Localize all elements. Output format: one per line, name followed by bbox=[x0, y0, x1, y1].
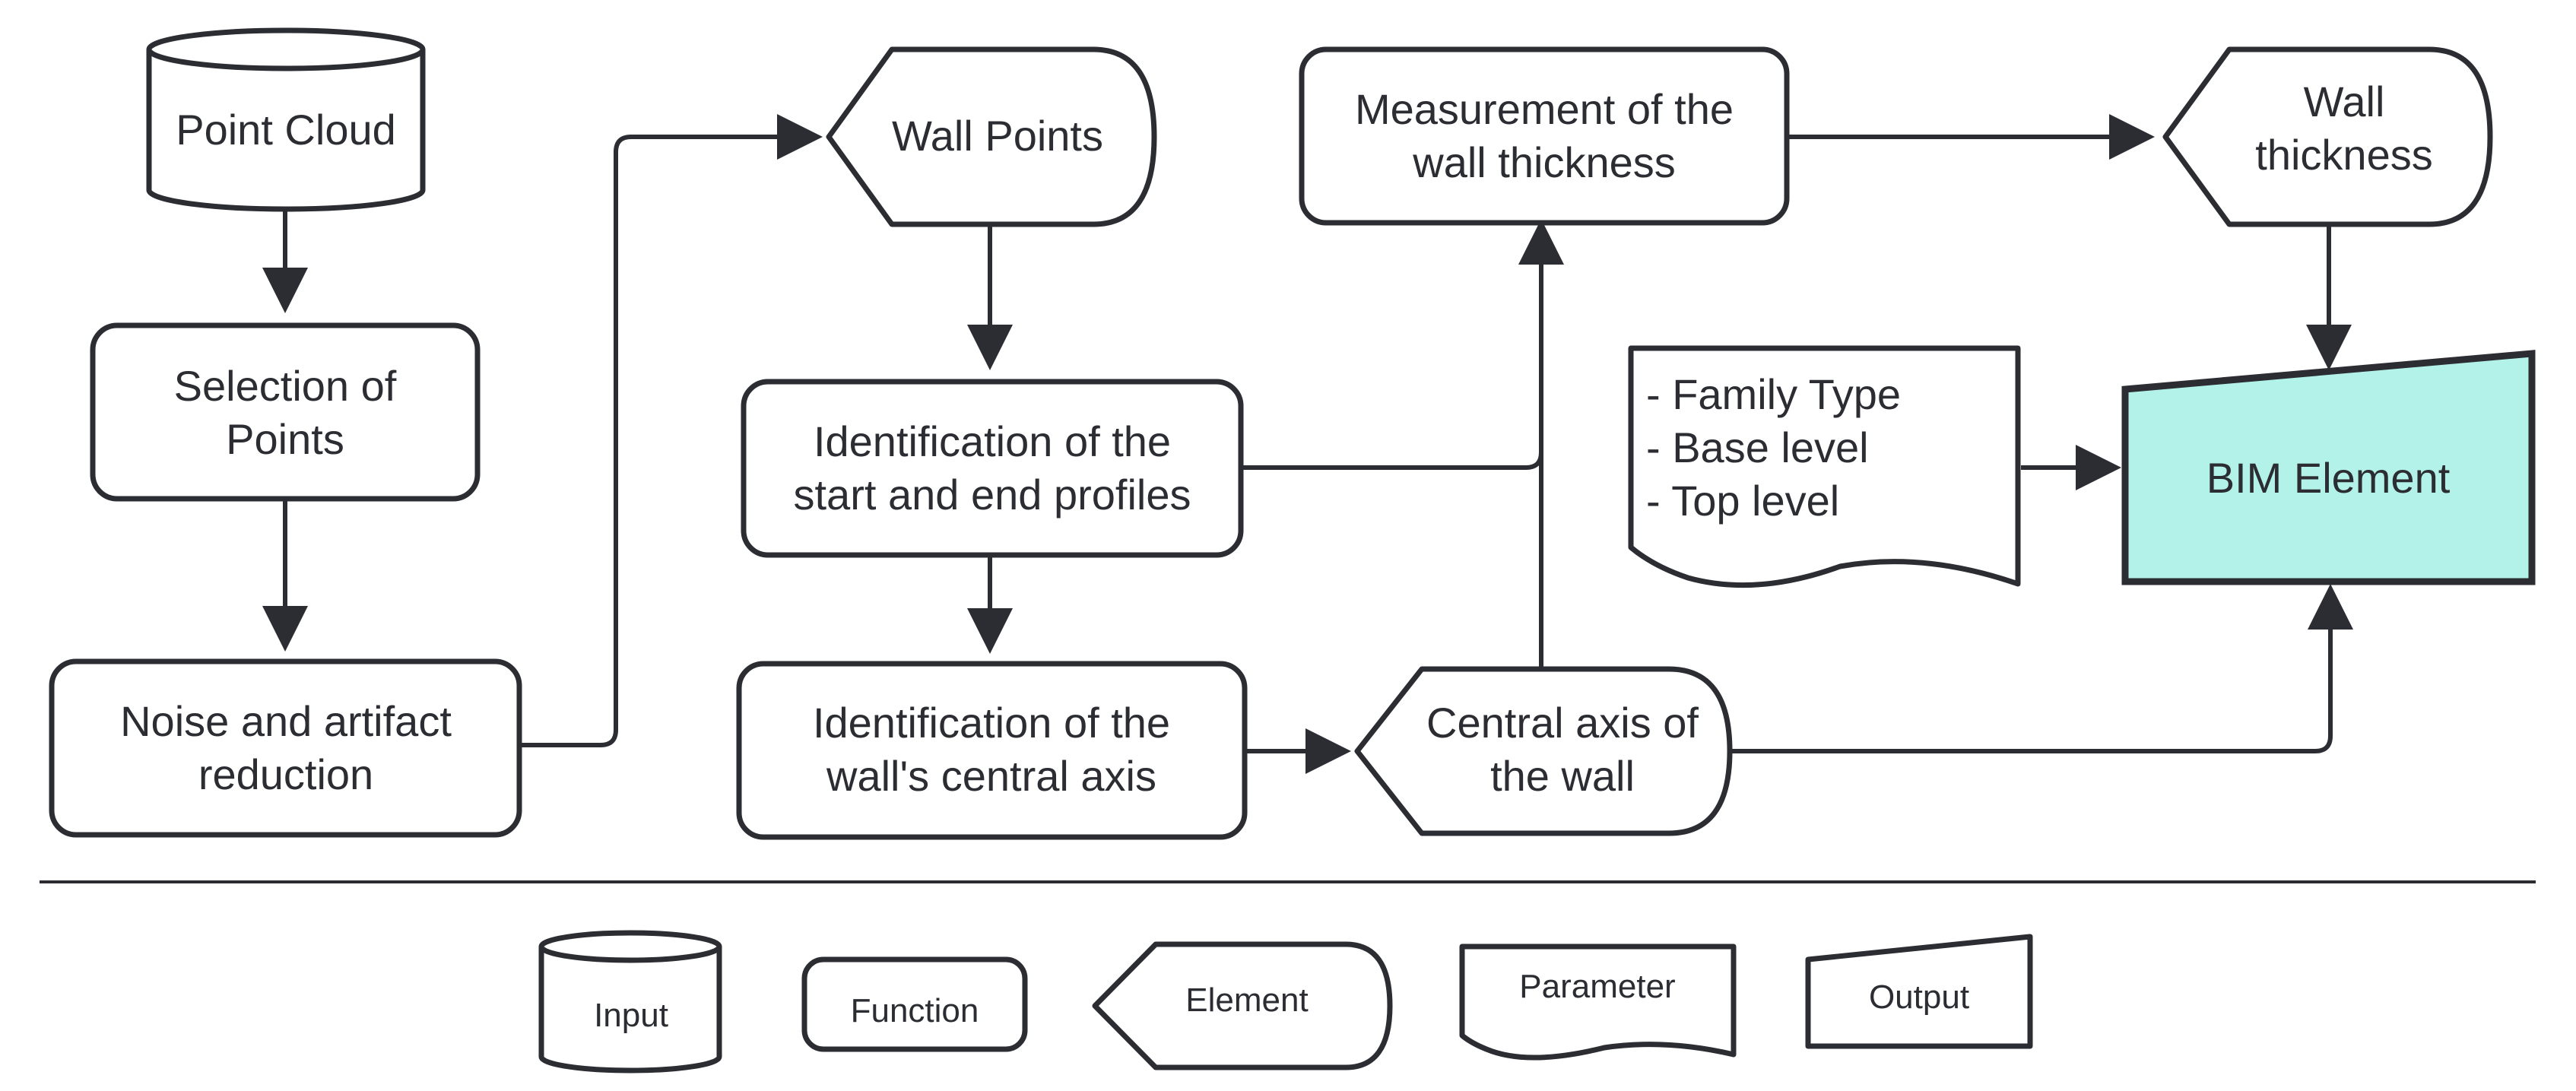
node-selection-label-line2: Points bbox=[226, 415, 344, 463]
node-profiles-label-line1: Identification of the bbox=[814, 417, 1171, 465]
node-central-axis: Central axis of the wall bbox=[1354, 666, 1733, 836]
node-measurement: Measurement of the wall thickness bbox=[1299, 46, 1790, 226]
arrow-noise-to-wallpoints bbox=[519, 114, 823, 747]
legend-item-output: Output bbox=[1805, 934, 2033, 1049]
node-wall-thickness-label-line2: thickness bbox=[2255, 131, 2432, 179]
legend-input-label: Input bbox=[594, 997, 668, 1034]
node-bim-element: BIM Element bbox=[2121, 350, 2536, 585]
node-identify-central-axis: Identification of the wall's central axi… bbox=[736, 661, 1248, 840]
legend-function-label: Function bbox=[851, 992, 979, 1029]
node-central-axis-label-line2: the wall bbox=[1490, 752, 1635, 800]
legend-item-parameter: Parameter bbox=[1459, 944, 1737, 1061]
node-noise-label-line1: Noise and artifact bbox=[120, 697, 452, 745]
node-point-cloud: Point Cloud bbox=[146, 27, 426, 212]
node-measurement-label-line1: Measurement of the bbox=[1355, 85, 1734, 133]
node-point-cloud-label: Point Cloud bbox=[176, 106, 396, 154]
legend-item-function: Function bbox=[801, 956, 1028, 1052]
legend-item-input: Input bbox=[538, 930, 722, 1074]
node-axis-id-label-line2: wall's central axis bbox=[826, 752, 1156, 800]
legend-output-label: Output bbox=[1869, 978, 1969, 1016]
node-measurement-label-line2: wall thickness bbox=[1412, 138, 1675, 186]
node-parameter-base-level: - Base level bbox=[1646, 423, 1869, 471]
node-selection-label-line1: Selection of bbox=[174, 362, 397, 410]
node-central-axis-label-line1: Central axis of bbox=[1426, 699, 1699, 747]
node-axis-id-label-line1: Identification of the bbox=[813, 699, 1170, 747]
node-bim-element-label: BIM Element bbox=[2206, 454, 2451, 502]
node-wall-thickness-label-line1: Wall bbox=[2304, 78, 2385, 125]
node-parameter-top-level: - Top level bbox=[1646, 477, 1839, 525]
legend: Input Function Element Parameter Output bbox=[538, 930, 2033, 1074]
node-parameters: - Family Type - Base level - Top level bbox=[1628, 345, 2021, 588]
node-selection-of-points: Selection of Points bbox=[90, 322, 481, 502]
node-wall-points: Wall Points bbox=[826, 46, 1157, 227]
legend-parameter-label: Parameter bbox=[1519, 968, 1675, 1005]
legend-element-label: Element bbox=[1185, 982, 1308, 1019]
legend-item-element: Element bbox=[1092, 941, 1393, 1070]
node-noise-label-line2: reduction bbox=[198, 750, 373, 798]
node-parameter-family-type: - Family Type bbox=[1646, 370, 1901, 418]
node-wall-thickness: Wall thickness bbox=[2162, 46, 2493, 227]
node-wall-points-label: Wall Points bbox=[892, 112, 1103, 160]
arrow-centralaxis-to-bim bbox=[1730, 584, 2353, 753]
node-identify-profiles: Identification of the start and end prof… bbox=[741, 379, 1244, 558]
arrow-profiles-to-measurement bbox=[1241, 219, 1564, 470]
node-profiles-label-line2: start and end profiles bbox=[794, 471, 1191, 519]
node-noise-reduction: Noise and artifact reduction bbox=[49, 658, 522, 838]
connectors bbox=[262, 114, 2353, 774]
